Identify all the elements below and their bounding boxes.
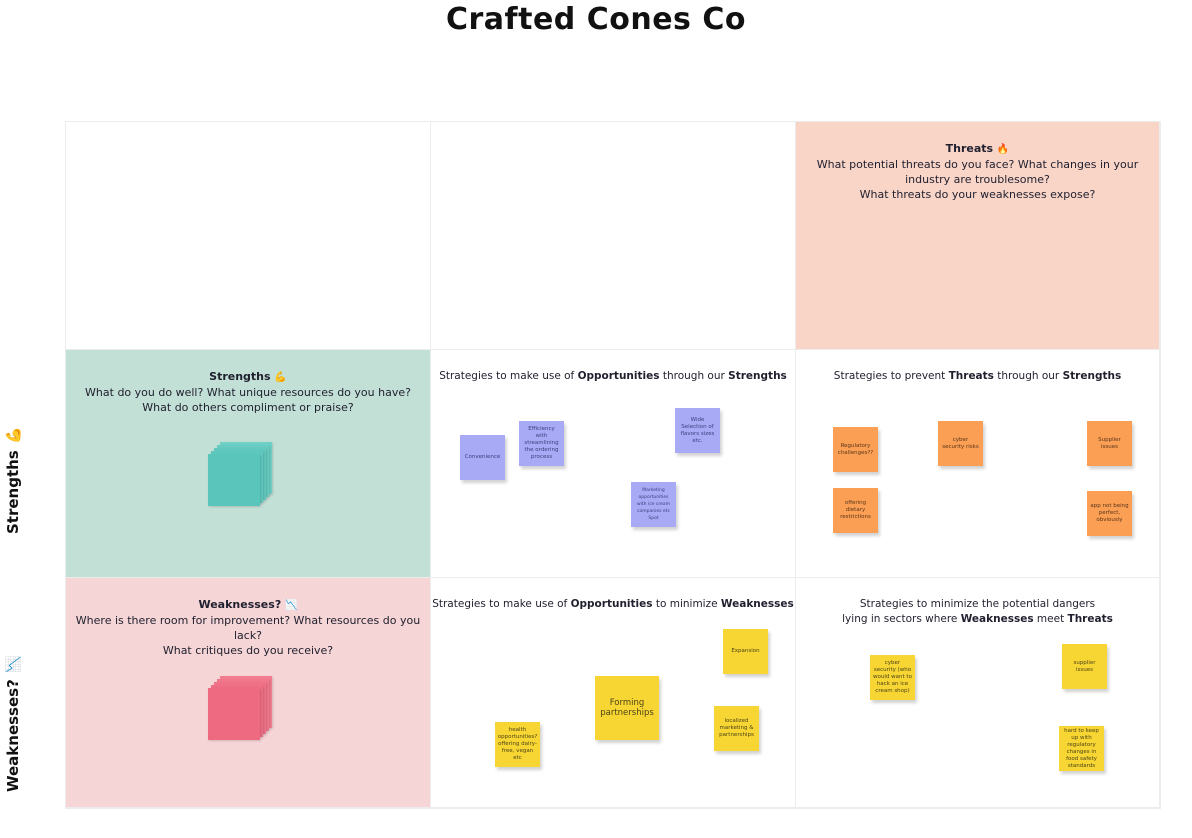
sticky-note-marketing[interactable]: Marketing opportunities with ice cream c… — [631, 482, 676, 527]
sticky-note-supplier-issues[interactable]: Supplier issues — [1087, 421, 1132, 466]
wt-strategies-line2: lying in sectors where Weaknesses meet T… — [842, 613, 1113, 625]
fire-icon: 🔥 — [996, 144, 1010, 155]
side-label-strengths-text: Strengths — [4, 450, 22, 534]
wo-strategies-header: Strategies to make use of Opportunities … — [432, 598, 794, 610]
weaknesses-heading: Weaknesses? 📉 — [198, 598, 298, 611]
weaknesses-cell[interactable]: Weaknesses? 📉 Where is there room for im… — [66, 578, 431, 808]
sticky-note-app[interactable]: app not being perfect, obviously — [1087, 491, 1132, 536]
swot-board: Threats 🔥 What potential threats do you … — [65, 121, 1161, 809]
empty-cell-top-middle — [431, 122, 796, 350]
chart-down-icon: 📉 — [6, 655, 22, 674]
strengths-heading: Strengths 💪 — [209, 370, 287, 383]
wt-strategies-cell[interactable]: Strategies to minimize the potential dan… — [796, 578, 1160, 808]
board-title: Crafted Cones Co — [446, 2, 746, 37]
weaknesses-question-1: Where is there room for improvement? Wha… — [75, 614, 421, 642]
sticky-note-regulatory-changes[interactable]: hard to keep up with regulatory changes … — [1059, 726, 1104, 771]
threats-question-1: What potential threats do you face? What… — [816, 158, 1139, 186]
sticky-note-forming-partnerships[interactable]: Forming partnerships — [595, 676, 659, 740]
sticky-note-dietary[interactable]: offering dietary restrictions — [833, 488, 878, 533]
side-label-weaknesses: Weaknesses? 📉 — [4, 656, 22, 792]
sticky-note-efficiency[interactable]: Efficiency with streamlining the orderin… — [519, 421, 564, 466]
sticky-sheet — [208, 454, 260, 506]
wt-strategies-line1: Strategies to minimize the potential dan… — [859, 598, 1096, 610]
strengths-question-1: What do you do well? What unique resourc… — [85, 386, 411, 399]
so-strategies-cell[interactable]: Strategies to make use of Opportunities … — [431, 350, 796, 578]
strengths-cell[interactable]: Strengths 💪 What do you do well? What un… — [66, 350, 431, 578]
empty-cell-top-left — [66, 122, 431, 350]
flexed-bicep-icon: 💪 — [274, 372, 287, 383]
threats-cell[interactable]: Threats 🔥 What potential threats do you … — [796, 122, 1160, 350]
weaknesses-header: Weaknesses? 📉 Where is there room for im… — [66, 597, 430, 658]
sticky-note-cyber-security-hack[interactable]: cyber security (who would want to hack a… — [870, 655, 915, 700]
threats-question-2: What threats do your weaknesses expose? — [859, 188, 1096, 201]
strengths-header: Strengths 💪 What do you do well? What un… — [66, 369, 430, 415]
threats-heading: Threats 🔥 — [945, 142, 1010, 155]
threats-header: Threats 🔥 What potential threats do you … — [796, 141, 1159, 202]
st-strategies-cell[interactable]: Strategies to prevent Threats through ou… — [796, 350, 1160, 578]
weaknesses-question-2: What critiques do you receive? — [162, 644, 334, 657]
strengths-question-2: What do others compliment or praise? — [142, 401, 354, 414]
sticky-note-supplier-issues-wt[interactable]: supplier issues — [1062, 644, 1107, 689]
sticky-note-health-opportunities[interactable]: health opportunities? offering dairy-fre… — [495, 722, 540, 767]
st-strategies-header: Strategies to prevent Threats through ou… — [833, 370, 1122, 382]
so-strategies-header: Strategies to make use of Opportunities … — [439, 370, 787, 382]
sticky-sheet — [208, 688, 260, 740]
sticky-note-wide-selection[interactable]: Wide Selection of flavors sizes etc. — [675, 408, 720, 453]
sticky-note-localized-marketing[interactable]: localized marketing & partnerships — [714, 706, 759, 751]
sticky-note-cyber-security[interactable]: cyber security risks — [938, 421, 983, 466]
wo-strategies-cell[interactable]: Strategies to make use of Opportunities … — [431, 578, 796, 808]
sticky-note-convenience[interactable]: Convenience — [460, 435, 505, 480]
flexed-bicep-icon: 💪 — [6, 426, 22, 445]
side-label-weaknesses-text: Weaknesses? — [4, 679, 22, 792]
sticky-note-expansion[interactable]: Expansion — [723, 629, 768, 674]
wt-strategies-header: Strategies to minimize the potential dan… — [796, 597, 1159, 627]
chart-down-icon: 📉 — [285, 600, 298, 611]
sticky-note-regulatory[interactable]: Regulatory challenges?? — [833, 427, 878, 472]
side-label-strengths: Strengths 💪 — [4, 427, 22, 534]
